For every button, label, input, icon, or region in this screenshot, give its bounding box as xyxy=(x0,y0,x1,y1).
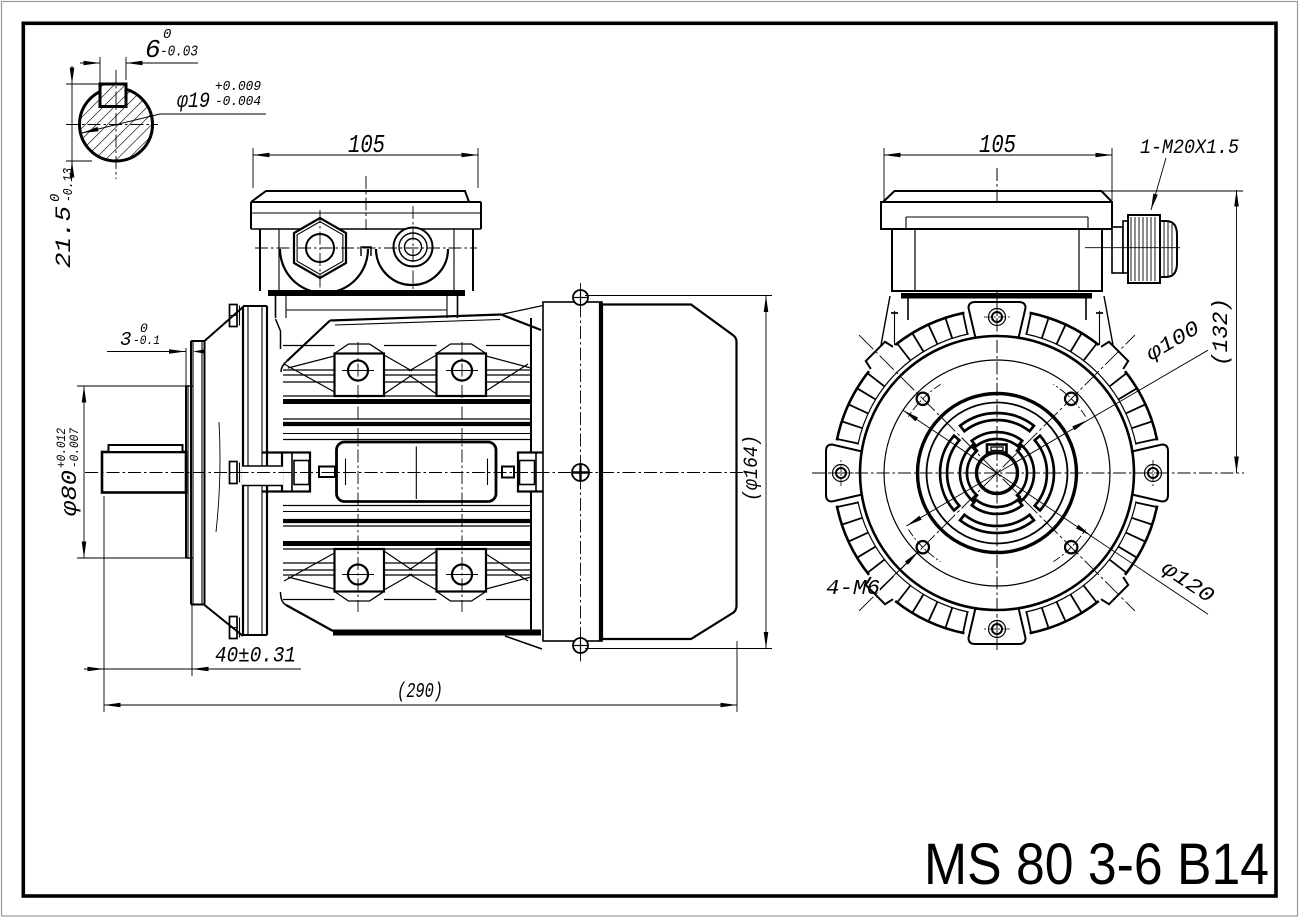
svg-text:21.5: 21.5 xyxy=(52,206,77,268)
svg-text:-0.1: -0.1 xyxy=(133,333,160,348)
svg-text:(φ164): (φ164) xyxy=(741,435,764,501)
svg-text:+0.009: +0.009 xyxy=(215,80,261,95)
svg-text:-0.13: -0.13 xyxy=(61,168,77,202)
svg-text:105: 105 xyxy=(348,130,385,160)
svg-text:-0.03: -0.03 xyxy=(160,44,198,61)
svg-text:0: 0 xyxy=(140,321,148,336)
svg-text:(290): (290) xyxy=(397,681,443,704)
svg-text:MS 80 3-6 B14: MS 80 3-6 B14 xyxy=(924,832,1269,897)
svg-text:3: 3 xyxy=(120,329,131,351)
svg-text:φ80: φ80 xyxy=(58,470,83,516)
svg-text:6: 6 xyxy=(145,35,161,65)
svg-text:0: 0 xyxy=(163,27,171,43)
svg-text:4-M6: 4-M6 xyxy=(826,578,880,601)
svg-text:-0.004: -0.004 xyxy=(215,95,261,110)
svg-text:40±0.31: 40±0.31 xyxy=(215,644,296,669)
svg-text:0: 0 xyxy=(48,194,64,202)
svg-text:+0.012: +0.012 xyxy=(54,428,69,468)
svg-text:-0.007: -0.007 xyxy=(67,428,82,468)
svg-text:φ19: φ19 xyxy=(177,89,210,114)
svg-text:(132): (132) xyxy=(1209,298,1234,366)
svg-text:105: 105 xyxy=(979,130,1016,160)
svg-text:1-M20X1.5: 1-M20X1.5 xyxy=(1140,137,1239,160)
